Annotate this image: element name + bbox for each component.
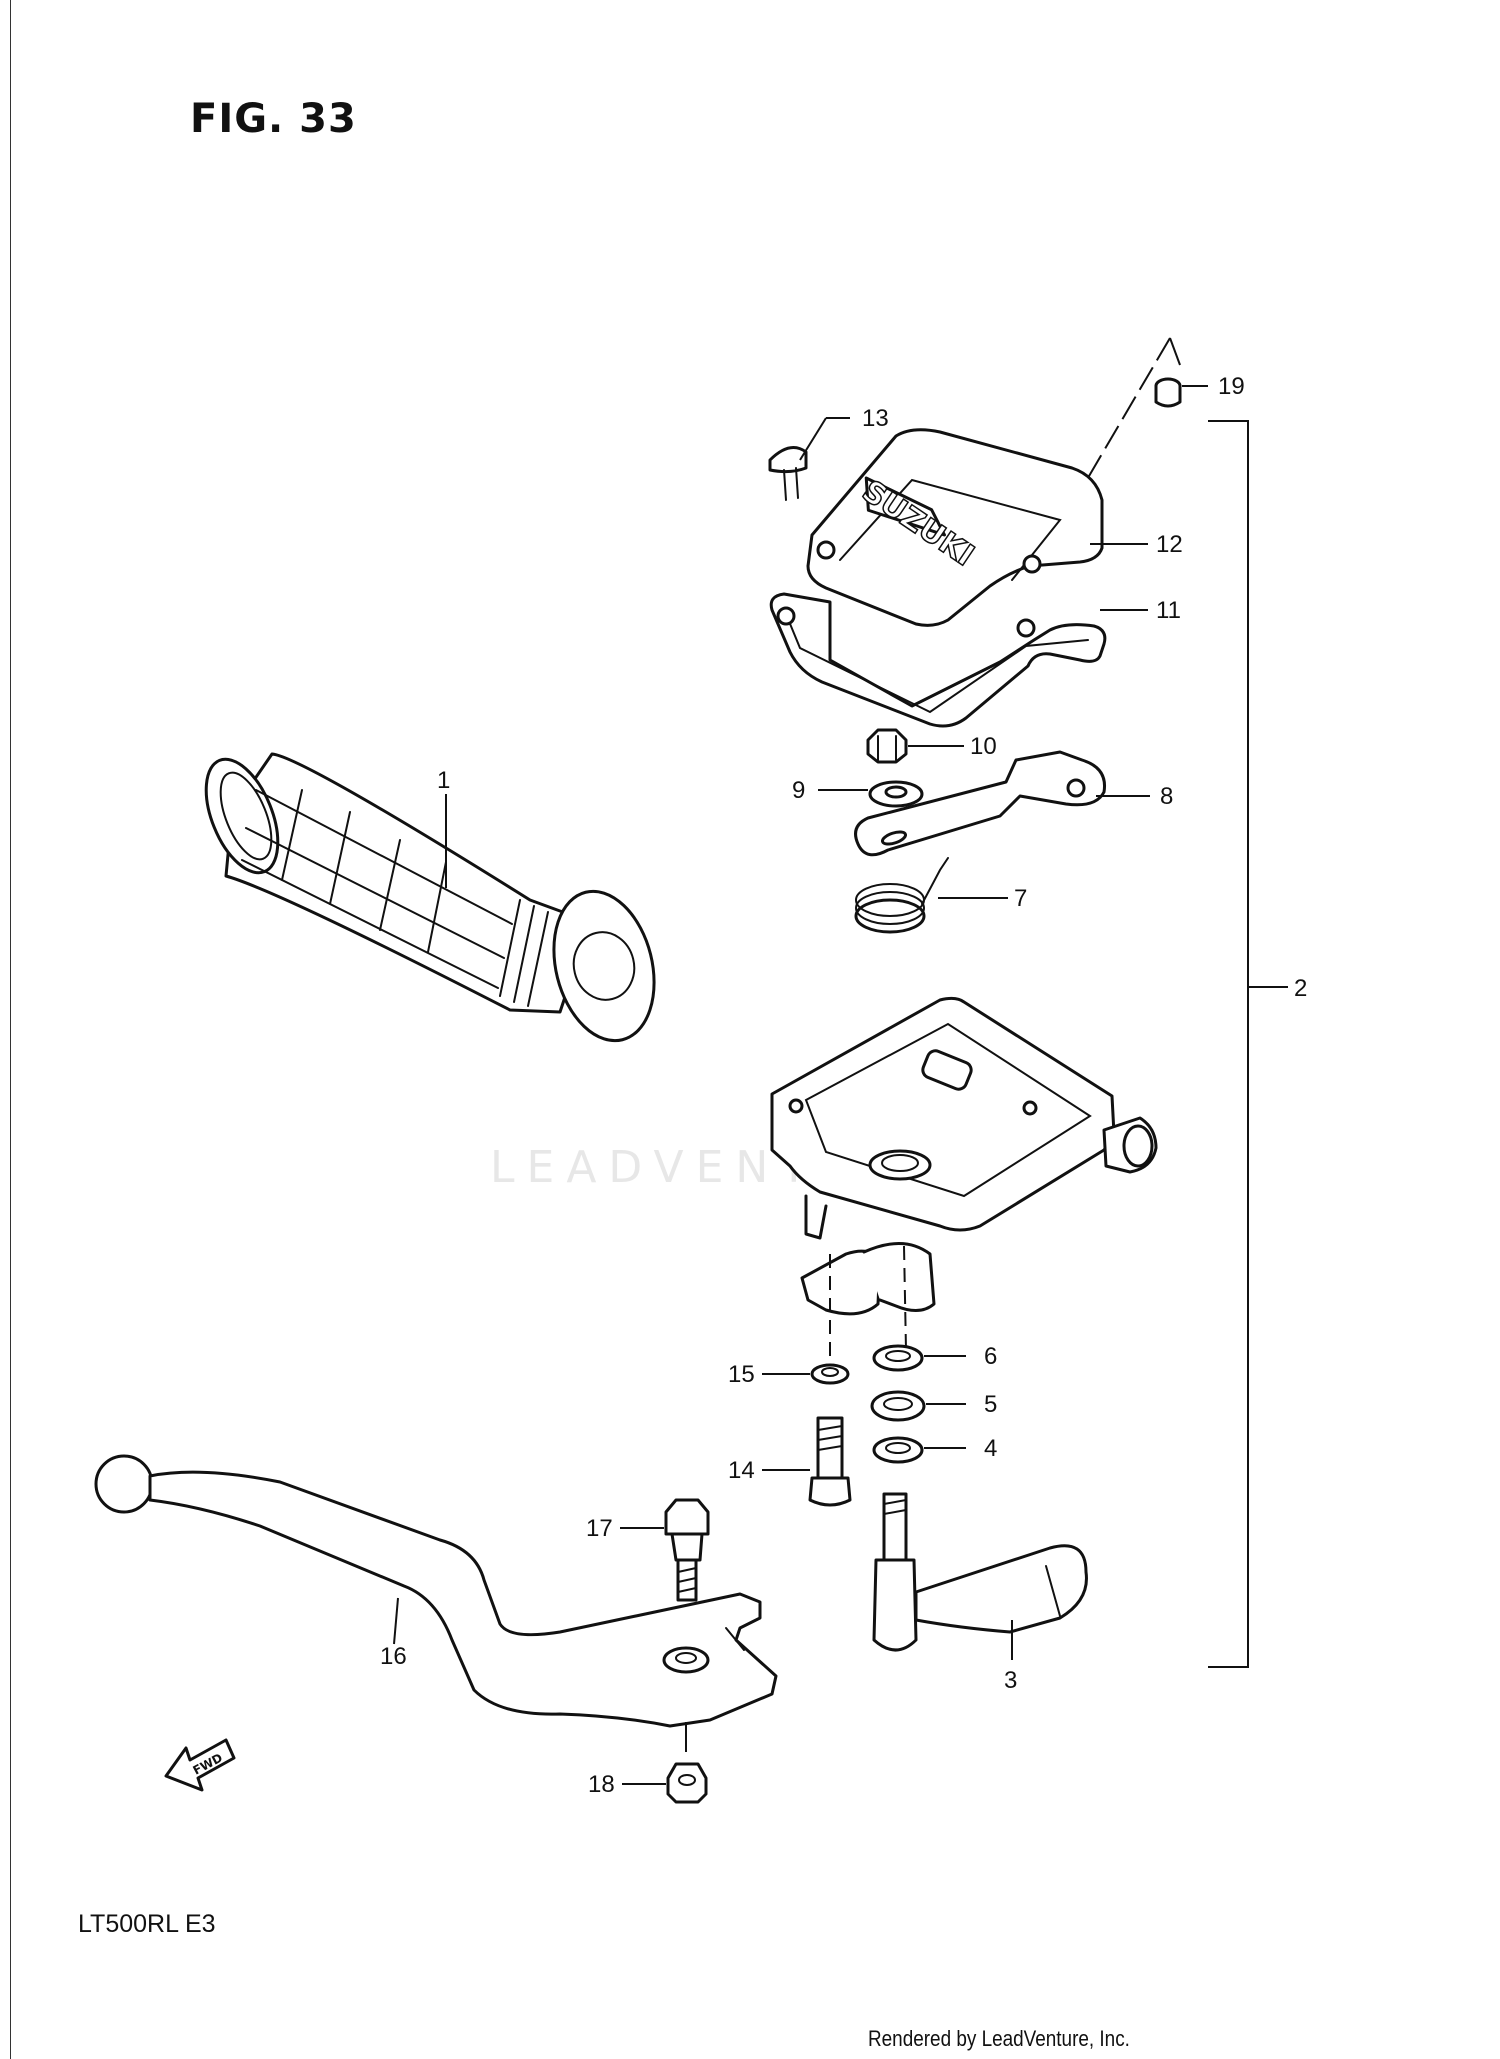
part-18-nut	[622, 1722, 708, 1804]
callout-4: 4	[984, 1435, 997, 1462]
callout-8: 8	[1160, 783, 1173, 810]
part-3-shaft	[872, 1492, 1088, 1660]
part-10-nut	[866, 728, 964, 764]
part-8-arm	[854, 750, 1150, 857]
fwd-arrow-icon: FWD	[164, 1738, 236, 1792]
callout-17: 17	[586, 1515, 613, 1542]
callout-11: 11	[1156, 597, 1181, 624]
part-14-bolt	[762, 1416, 852, 1507]
part-4-washer	[872, 1436, 966, 1464]
figure-title: FIG. 33	[190, 96, 357, 142]
callout-1: 1	[437, 767, 450, 794]
callout-18: 18	[588, 1771, 615, 1798]
callout-9: 9	[792, 777, 805, 804]
callout-13: 13	[862, 405, 889, 432]
part-19-cap	[1081, 337, 1208, 489]
part-7-spring	[854, 857, 1008, 934]
callout-6: 6	[984, 1343, 997, 1370]
callout-19: 19	[1218, 373, 1245, 400]
part-1-grip	[204, 752, 656, 1043]
part-11-gasket	[769, 592, 1148, 728]
part-9-washer	[818, 780, 924, 808]
assembly-bracket	[1208, 420, 1288, 1668]
callout-16: 16	[380, 1643, 407, 1670]
callout-2: 2	[1294, 975, 1307, 1002]
part-15-washer	[762, 1363, 850, 1385]
callout-7: 7	[1014, 885, 1027, 912]
callout-5: 5	[984, 1391, 997, 1418]
callout-10: 10	[970, 733, 997, 760]
callout-15: 15	[728, 1361, 755, 1388]
housing	[770, 996, 1158, 1368]
page-border	[10, 0, 11, 2059]
part-6-washer	[872, 1344, 966, 1372]
callout-12: 12	[1156, 531, 1183, 558]
part-5-washer	[870, 1390, 966, 1422]
part-17-bolt	[620, 1498, 710, 1640]
part-12-cover: SUZUKI	[806, 428, 1148, 627]
part-13-screw	[768, 417, 850, 501]
callout-14: 14	[728, 1457, 755, 1484]
model-code: LT500RL E3	[78, 1910, 216, 1938]
render-credit: Rendered by LeadVenture, Inc.	[868, 2026, 1130, 2051]
callout-3: 3	[1004, 1667, 1017, 1694]
part-16-lever	[94, 1454, 778, 1728]
